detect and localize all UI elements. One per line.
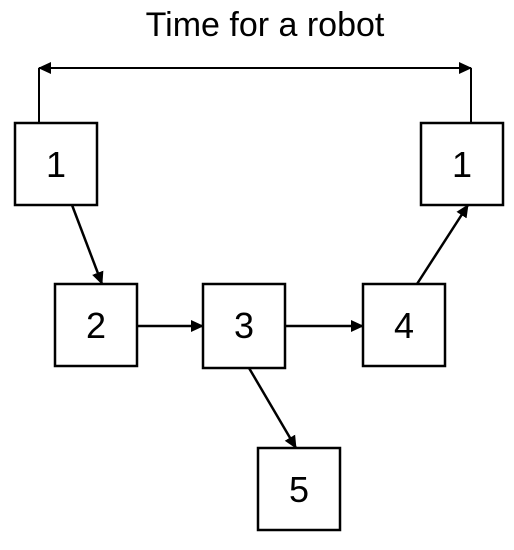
node-box-4: 4 (361, 282, 447, 368)
node-box-3: 3 (201, 282, 287, 370)
node-label: 4 (394, 305, 414, 346)
node-label: 1 (46, 144, 66, 185)
node-label: 1 (452, 144, 472, 185)
node-box-1-start: 1 (13, 121, 99, 207)
node-label: 2 (86, 305, 106, 346)
node-box-1-end: 1 (419, 121, 505, 207)
node-label: 5 (289, 469, 309, 510)
edge-4-to-1 (415, 204, 470, 285)
edges (70, 204, 470, 449)
node-box-2: 2 (53, 282, 139, 368)
node-label: 3 (234, 305, 254, 346)
time-span-bracket (38, 62, 472, 123)
node-box-5: 5 (256, 446, 342, 532)
edge-1-to-2 (70, 204, 104, 285)
edge-3-to-5 (247, 367, 298, 449)
diagram-title: Time for a robot (146, 6, 385, 44)
